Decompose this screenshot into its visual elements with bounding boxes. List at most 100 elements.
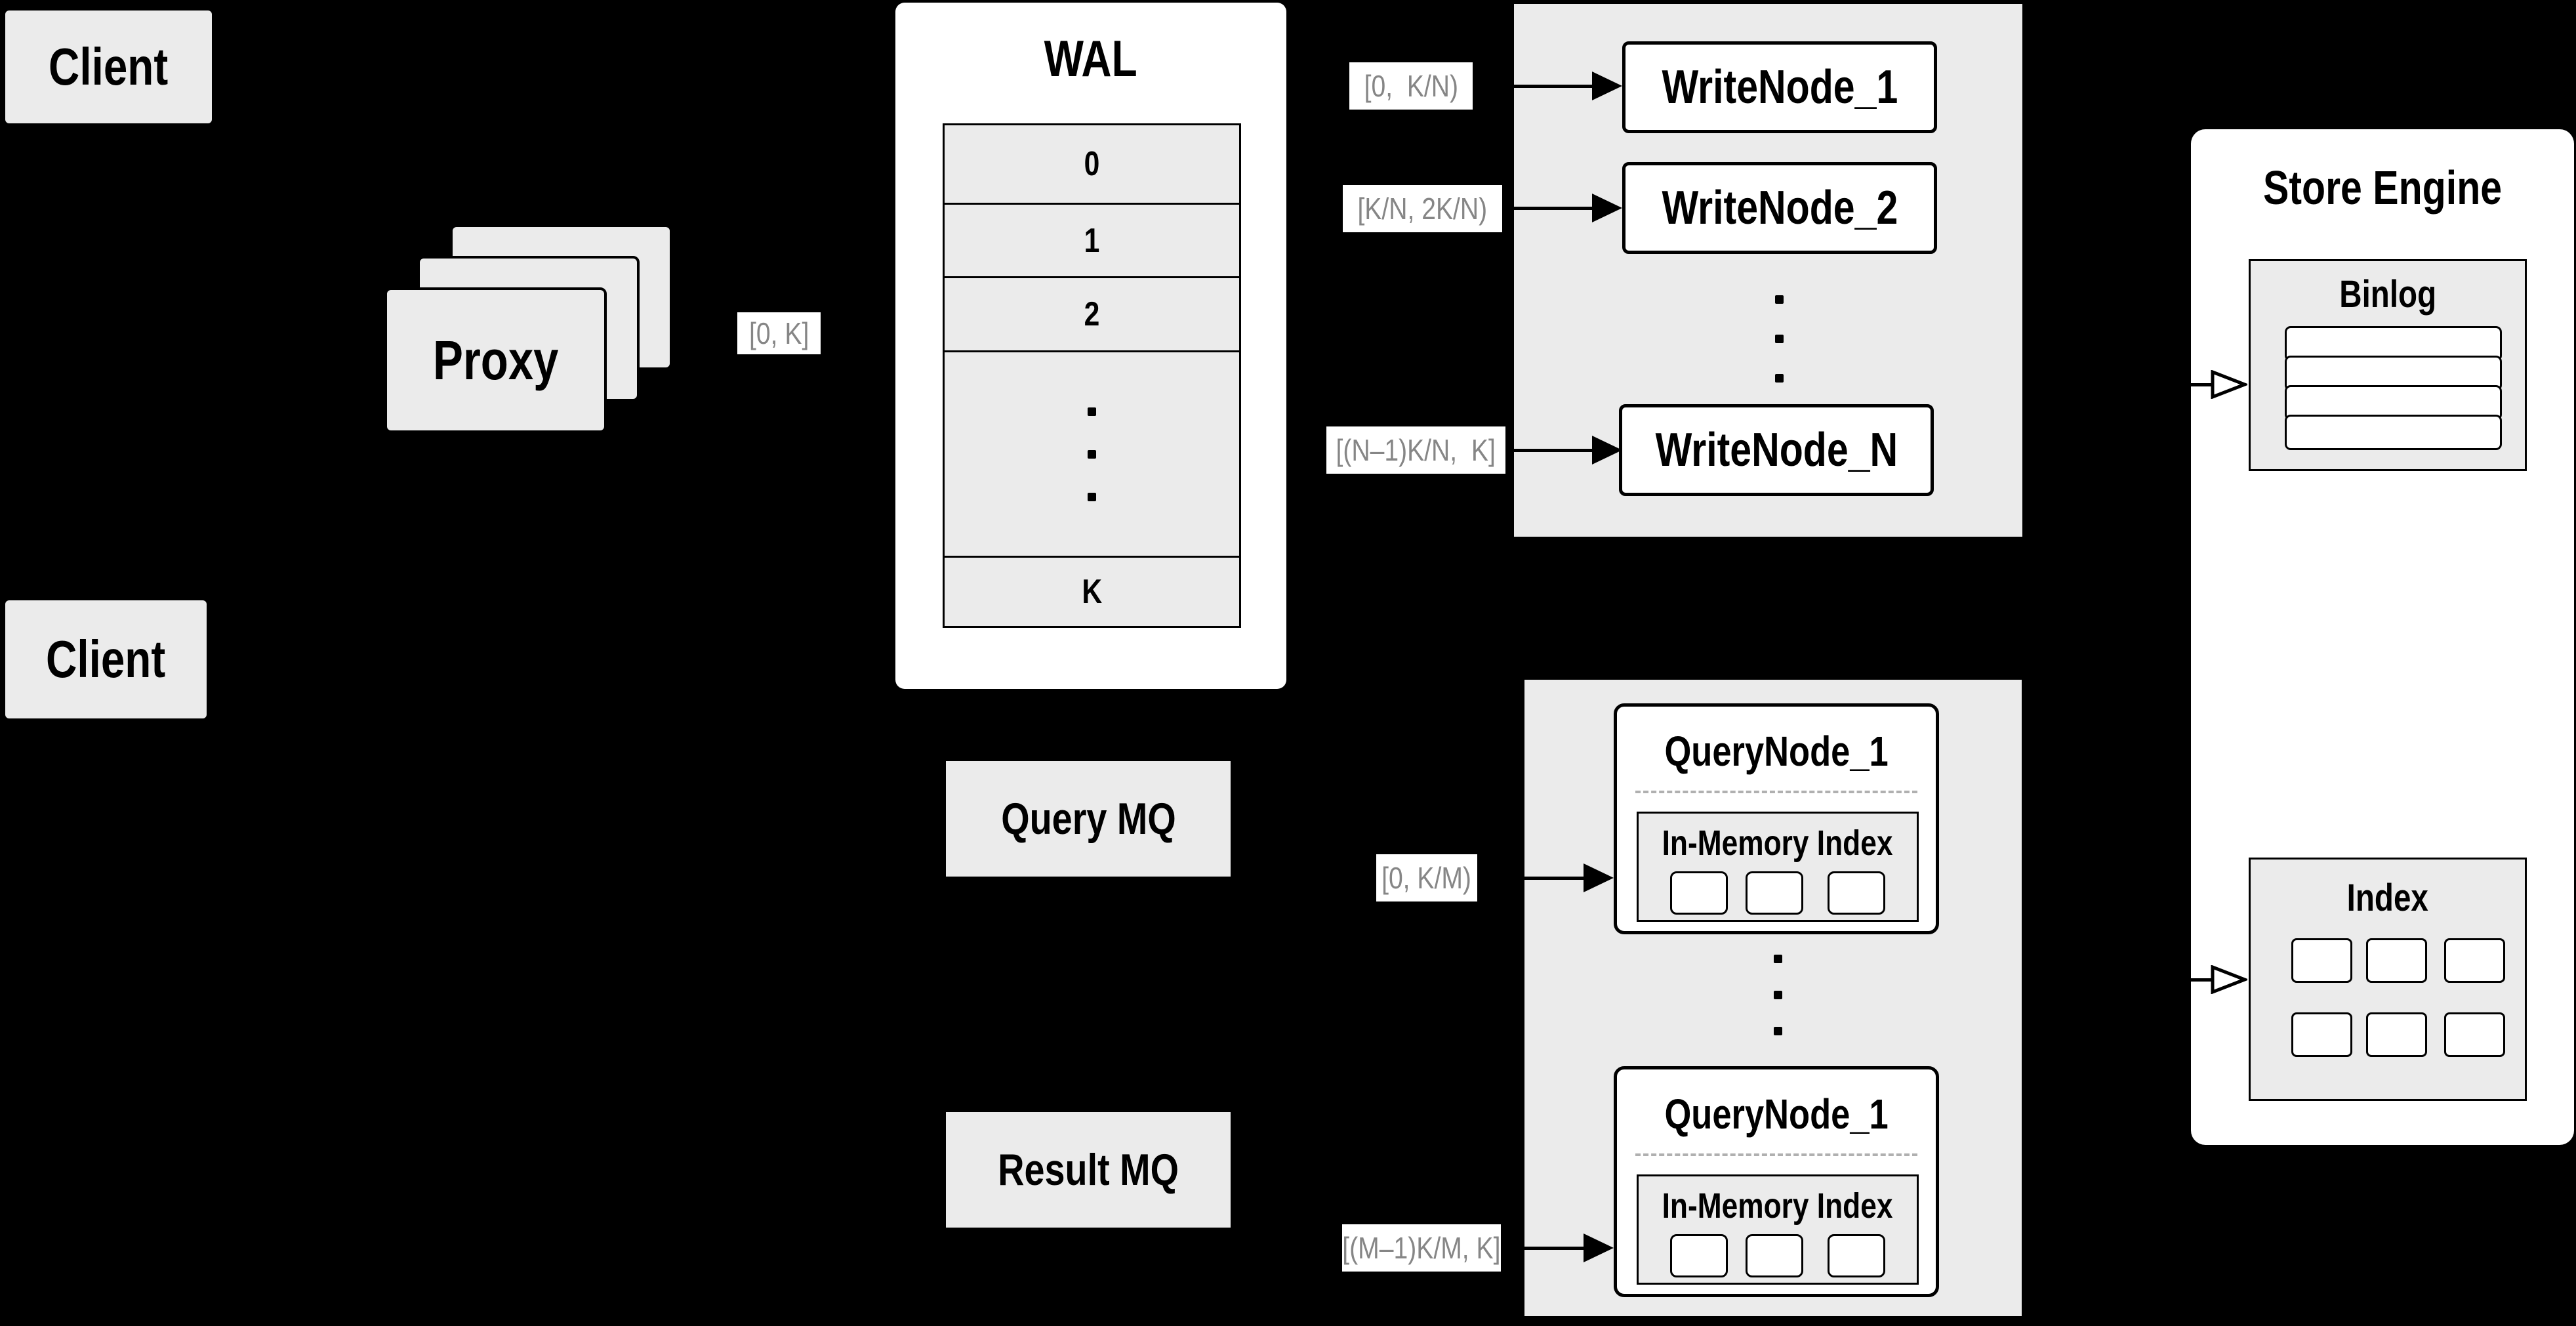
proxy-label: Proxy xyxy=(432,329,559,391)
arrowhead-hollow-right-icon xyxy=(2211,965,2247,994)
wal-row-1: 1 xyxy=(945,203,1239,276)
range-label-proxy-out: [0, K] xyxy=(737,312,821,354)
memory-segment-square xyxy=(1828,1234,1885,1277)
in-memory-index-2-title: In-Memory Index xyxy=(1662,1186,1893,1226)
dashed-separator xyxy=(1635,791,1917,793)
in-memory-index-box-1: In-Memory Index xyxy=(1637,812,1919,922)
binlog-row xyxy=(2285,415,2502,450)
client-top-label: Client xyxy=(49,37,169,96)
wal-table: 0 1 2 K xyxy=(943,123,1241,628)
arrow-shaft xyxy=(1505,449,1592,452)
ellipsis-dot xyxy=(1774,991,1782,999)
ellipsis-dot xyxy=(1774,955,1782,963)
client-bottom-label: Client xyxy=(46,630,166,688)
memory-segment-square xyxy=(1670,1234,1728,1277)
ellipsis-dot xyxy=(1088,492,1096,501)
query-node-m-title-wrap: QueryNode_1 xyxy=(1617,1081,1936,1147)
result-mq-label: Result MQ xyxy=(998,1145,1179,1195)
ellipsis-dot xyxy=(1775,374,1784,383)
store-engine-title-wrap: Store Engine xyxy=(2191,159,2574,218)
query-node-m-box: QueryNode_1 In-Memory Index xyxy=(1614,1066,1939,1297)
write-node-2-box: WriteNode_2 xyxy=(1622,162,1937,254)
wal-row-k-text: K xyxy=(1082,573,1102,611)
arrow-shaft xyxy=(2165,978,2212,982)
write-node-1-label: WriteNode_1 xyxy=(1662,61,1898,114)
range-label-query-m: [(M–1)K/M, K] xyxy=(1342,1224,1501,1272)
range-label-write-2: [K/N, 2K/N) xyxy=(1343,185,1502,232)
query-node-1-box: QueryNode_1 In-Memory Index xyxy=(1614,703,1939,934)
range-label-query-m-text: [(M–1)K/M, K] xyxy=(1342,1231,1501,1265)
arrowhead-right-icon xyxy=(1584,1233,1614,1262)
wal-row-ellipsis xyxy=(945,350,1239,556)
in-memory-index-1-title-wrap: In-Memory Index xyxy=(1639,820,1917,866)
wal-row-1-text: 1 xyxy=(1084,221,1100,260)
range-label-query-1-text: [0, K/M) xyxy=(1381,861,1472,895)
index-segment-square xyxy=(2291,938,2352,983)
index-segment-square xyxy=(2444,938,2505,983)
dashed-separator xyxy=(1635,1153,1917,1156)
wal-title-wrap: WAL xyxy=(895,29,1286,88)
client-box-bottom: Client xyxy=(5,600,207,718)
write-node-n-box: WriteNode_N xyxy=(1619,404,1934,496)
query-mq-box: Query MQ xyxy=(946,761,1231,877)
memory-segment-square xyxy=(1828,871,1885,915)
range-label-write-1-text: [0, K/N) xyxy=(1364,69,1458,103)
query-node-1-title-wrap: QueryNode_1 xyxy=(1617,718,1936,784)
arrow-shaft xyxy=(1473,85,1592,88)
binlog-title: Binlog xyxy=(2339,272,2436,316)
arrowhead-right-icon xyxy=(1584,863,1614,892)
client-box-top: Client xyxy=(5,10,212,123)
query-mq-label: Query MQ xyxy=(1000,794,1176,844)
wal-row-0-text: 0 xyxy=(1084,145,1100,183)
wal-row-k: K xyxy=(945,556,1239,626)
range-label-write-n-text: [(N–1)K/N, K] xyxy=(1336,433,1496,467)
proxy-card-front: Proxy xyxy=(384,287,607,433)
arrowhead-right-icon xyxy=(1592,194,1622,222)
index-segment-square xyxy=(2291,1012,2352,1057)
result-mq-box: Result MQ xyxy=(946,1112,1231,1228)
in-memory-index-2-title-wrap: In-Memory Index xyxy=(1639,1183,1917,1229)
arrowhead-right-icon xyxy=(1592,72,1622,100)
arrow-shaft xyxy=(1502,207,1592,210)
write-node-2-label: WriteNode_2 xyxy=(1662,182,1898,234)
in-memory-index-1-title: In-Memory Index xyxy=(1662,823,1893,863)
wal-title: WAL xyxy=(1044,29,1138,87)
ellipsis-dot xyxy=(1775,295,1784,304)
index-segment-square xyxy=(2444,1012,2505,1057)
store-engine-title: Store Engine xyxy=(2262,162,2503,215)
arrow-shaft xyxy=(1477,877,1584,880)
memory-segment-square xyxy=(1746,1234,1803,1277)
wal-row-2: 2 xyxy=(945,276,1239,350)
wal-row-2-text: 2 xyxy=(1084,295,1100,333)
ellipsis-dot xyxy=(1774,1027,1782,1035)
range-label-query-1: [0, K/M) xyxy=(1376,854,1477,901)
memory-segment-square xyxy=(1746,871,1803,915)
store-engine-panel: Store Engine Binlog Index xyxy=(2191,129,2574,1145)
query-node-1-title: QueryNode_1 xyxy=(1664,728,1889,775)
query-node-m-title: QueryNode_1 xyxy=(1664,1090,1889,1138)
arrowhead-hollow-right-icon xyxy=(2211,370,2247,399)
index-title: Index xyxy=(2346,876,2429,919)
ellipsis-dot xyxy=(1775,335,1784,343)
index-segment-square xyxy=(2366,938,2427,983)
in-memory-index-box-2: In-Memory Index xyxy=(1637,1174,1919,1285)
arrowhead-right-icon xyxy=(1592,436,1622,465)
binlog-box: Binlog xyxy=(2249,259,2527,471)
binlog-title-wrap: Binlog xyxy=(2251,270,2525,318)
wal-panel: WAL 0 1 2 K xyxy=(895,3,1286,689)
range-label-proxy-out-text: [0, K] xyxy=(748,316,809,350)
range-label-write-1: [0, K/N) xyxy=(1349,62,1473,110)
index-box: Index xyxy=(2249,858,2527,1101)
arrow-shaft xyxy=(2165,383,2212,386)
arrow-shaft xyxy=(1501,1247,1584,1250)
range-label-write-2-text: [K/N, 2K/N) xyxy=(1357,192,1488,226)
ellipsis-dot xyxy=(1088,449,1096,459)
index-segment-square xyxy=(2366,1012,2427,1057)
memory-segment-square xyxy=(1670,871,1728,915)
range-label-write-n: [(N–1)K/N, K] xyxy=(1326,426,1505,474)
ellipsis-dot xyxy=(1088,407,1096,416)
write-node-1-box: WriteNode_1 xyxy=(1622,41,1937,133)
index-title-wrap: Index xyxy=(2251,874,2525,921)
write-node-n-label: WriteNode_N xyxy=(1655,424,1898,476)
